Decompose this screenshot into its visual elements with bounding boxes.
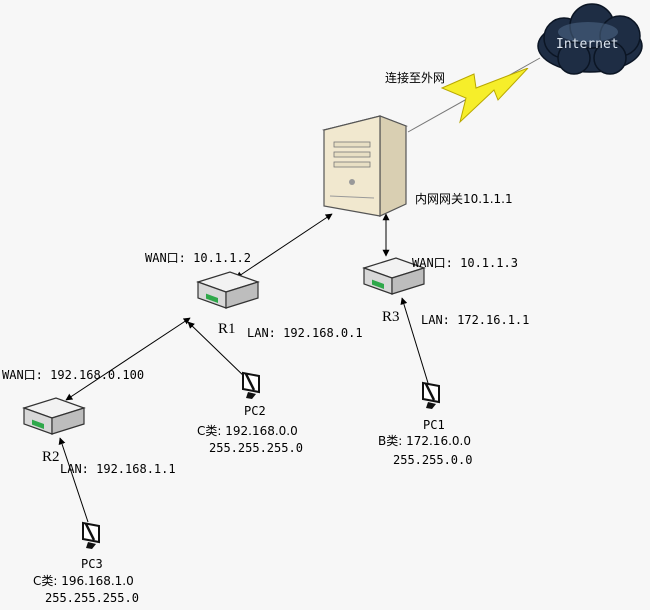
pc1-name: PC1	[423, 418, 445, 432]
internet-label: Internet	[556, 37, 619, 52]
gateway-server-icon	[322, 115, 408, 217]
link-gateway-r1	[235, 213, 333, 279]
pc1-mask: 255.255.0.0	[393, 453, 473, 467]
pc2-class: C类: 192.168.0.0	[197, 424, 298, 438]
router-r3-lan: LAN: 172.16.1.1	[421, 313, 530, 327]
router-r2-name: R2	[42, 449, 60, 465]
router-r3-wan: WAN口: 10.1.1.3	[412, 256, 518, 270]
internet-cloud-icon	[537, 3, 643, 75]
link-pc3-r2	[58, 437, 89, 523]
pc3-name: PC3	[81, 557, 103, 571]
router-r1-name: R1	[218, 321, 236, 337]
router-r1-wan: WAN口: 10.1.1.2	[145, 251, 251, 265]
pc3-mask: 255.255.255.0	[45, 591, 139, 605]
router-r3-icon	[362, 257, 426, 295]
lightning-bolt-icon	[440, 68, 529, 124]
link-pc1-r3	[400, 297, 429, 384]
pc1-computer-icon	[422, 381, 440, 409]
router-r2-wan: WAN口: 192.168.0.100	[2, 368, 145, 382]
gateway-label: 内网网关10.1.1.1	[415, 192, 513, 206]
router-r3-name: R3	[382, 309, 400, 325]
uplink-label: 连接至外网	[385, 71, 446, 85]
router-r1-icon	[196, 271, 260, 309]
router-r2-icon	[22, 397, 86, 435]
router-r1-lan: LAN: 192.168.0.1	[247, 326, 363, 340]
link-pc2-r1	[187, 321, 249, 381]
pc3-class: C类: 196.168.1.0	[33, 574, 134, 588]
pc3-computer-icon	[82, 521, 100, 549]
pc2-mask: 255.255.255.0	[209, 441, 303, 455]
router-r2-lan: LAN: 192.168.1.1	[60, 462, 176, 476]
link-r2-r1	[65, 317, 191, 401]
pc2-computer-icon	[242, 371, 260, 399]
pc1-class: B类: 172.16.0.0	[378, 434, 471, 448]
pc2-name: PC2	[244, 404, 266, 418]
